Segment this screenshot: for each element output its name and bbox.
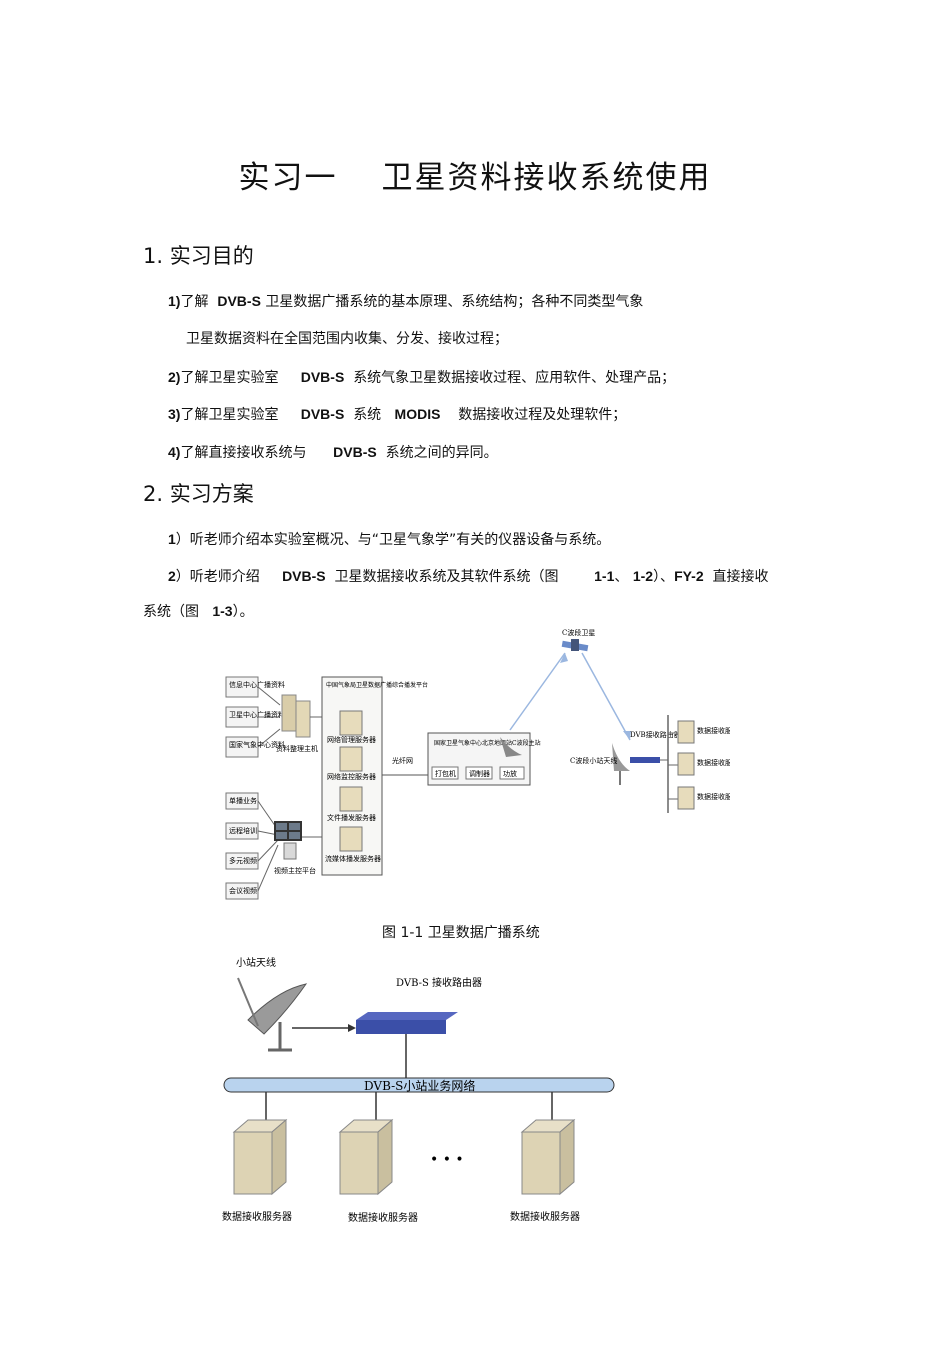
dish-antenna-icon	[237, 977, 308, 1052]
downlink-arrow	[581, 652, 631, 741]
router-icon	[356, 1012, 458, 1034]
source2-label-4: 会议视频	[229, 886, 257, 895]
network-label: DVB-S小站业务网络	[364, 1078, 475, 1093]
ellipsis: • • •	[430, 1152, 464, 1168]
satellite-icon	[561, 639, 589, 652]
recv-server-2: 数据接收服务器	[697, 758, 730, 767]
station-title: 国家卫星气象中心北京地面站C波段主站	[434, 739, 541, 747]
receive-dish-icon	[612, 743, 630, 785]
server-label-2: 数据接收服务器	[348, 1211, 418, 1224]
platform-server-4: 流媒体播发服务器	[325, 854, 381, 863]
left-sources-bottom	[225, 792, 279, 900]
objective-3: 3)了解卫星实验室 DVB-S 系统 MODIS 数据接收过程及处理软件；	[168, 406, 627, 423]
figure-1-1-diagram: C波段卫星 信息中心广播资料 卫星中心广播资料 国家气象中心资料 资料整理主机 …	[225, 628, 730, 900]
station-dish-icon	[500, 737, 522, 757]
router-label: DVB-S 接收路由器	[396, 976, 482, 989]
recv-server-1: 数据接收服务器	[697, 726, 730, 735]
page-title: 实习一 卫星资料接收系统使用	[0, 152, 950, 197]
plan-1: 1）听老师介绍本实验室概况、与“卫星气象学”有关的仪器设备与系统。	[168, 531, 611, 548]
receive-antenna-label: C波段小站天线	[570, 756, 617, 765]
server-icon-2	[338, 1118, 394, 1196]
source-label-1: 信息中心广播资料	[229, 680, 285, 689]
plan-2: 2）听老师介绍 DVB-S 卫星数据接收系统及其软件系统（图 1-1、 1-2）…	[168, 568, 769, 585]
station-part-2: 调制器	[469, 769, 490, 778]
station-part-3: 功放	[503, 769, 517, 778]
server-icon-3	[520, 1118, 576, 1196]
receive-router	[630, 757, 660, 763]
receive-router-label: DVB接收路由器	[630, 730, 681, 739]
title-part1: 实习一	[238, 160, 338, 196]
source-label-2: 卫星中心广播资料	[229, 710, 285, 719]
source2-label-2: 远程培训	[229, 826, 257, 835]
objective-1: 1)了解 DVB-S 卫星数据广播系统的基本原理、系统结构；各种不同类型气象	[168, 293, 644, 310]
platform-servers	[339, 710, 363, 852]
platform-server-2: 网络监控服务器	[327, 772, 376, 781]
title-part2: 卫星资料接收系统使用	[381, 160, 712, 196]
server-label-1: 数据接收服务器	[222, 1210, 292, 1223]
source-label-3: 国家气象中心资料	[229, 740, 285, 749]
video-label: 视频主控平台	[274, 866, 316, 875]
section2-heading: 2. 实习方案	[143, 482, 254, 506]
platform-server-3: 文件播发服务器	[327, 813, 376, 822]
video-monitors-icon	[274, 821, 302, 860]
station-antenna-label: 小站天线	[236, 956, 276, 969]
objective-1-cont: 卫星数据资料在全国范围内收集、分发、接收过程；	[186, 331, 508, 347]
left-sources-top	[225, 676, 281, 758]
platform-title: 中国气象局卫星数据广播综合播发平台	[326, 681, 428, 689]
host-label: 资料整理主机	[276, 744, 318, 753]
server-label-3: 数据接收服务器	[510, 1210, 580, 1223]
server-icon-1	[232, 1118, 288, 1196]
source2-label-3: 多元视频	[229, 856, 257, 865]
station-part-1: 打包机	[435, 769, 456, 778]
source2-label-1: 单播业务	[229, 796, 257, 805]
satellite-label: C波段卫星	[562, 628, 595, 637]
objective-2: 2)了解卫星实验室 DVB-S 系统气象卫星数据接收过程、应用软件、处理产品；	[168, 369, 676, 386]
recv-server-3: 数据接收服务器	[697, 792, 730, 801]
objective-4: 4)了解直接接收系统与 DVB-S 系统之间的异同。	[168, 444, 498, 461]
plan-2-cont: 系统（图 1-3）。	[143, 603, 254, 620]
section1-heading: 1. 实习目的	[143, 244, 254, 268]
host-server-icon	[281, 694, 311, 738]
receive-servers	[668, 720, 695, 810]
fiber-label: 光纤网	[392, 756, 413, 765]
platform-server-1: 网络管理服务器	[327, 735, 376, 744]
figure-1-1-caption: 图 1-1 卫星数据广播系统	[382, 925, 540, 941]
figure-1-2-diagram: 小站天线 DVB-S 接收路由器 DVB-S小站业务网络 • • • 数据接收服…	[222, 956, 615, 1224]
uplink-arrow	[509, 652, 566, 731]
network-bar	[223, 1077, 615, 1093]
